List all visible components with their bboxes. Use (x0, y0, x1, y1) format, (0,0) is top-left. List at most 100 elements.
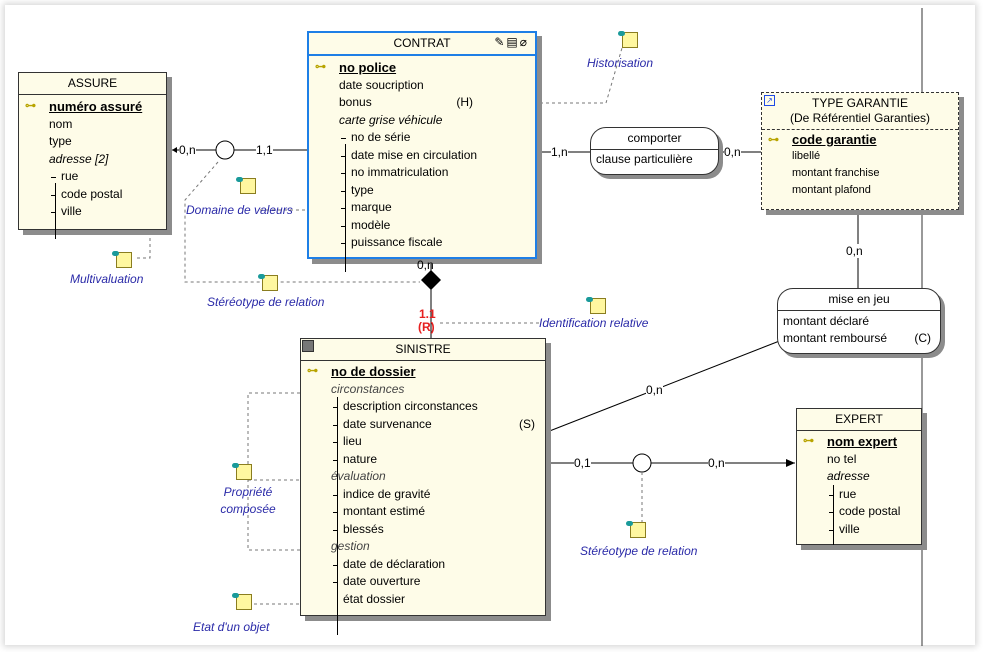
sub-attribute[interactable]: date mise en circulation (339, 147, 531, 165)
note-icon[interactable] (586, 297, 606, 314)
sub-attribute[interactable]: indice de gravité (331, 486, 541, 504)
sub-attribute[interactable]: blessés (331, 521, 541, 539)
composite-attribute[interactable]: carte grise véhicule (339, 112, 443, 127)
attribute[interactable]: bonus(H) (339, 94, 531, 112)
attribute[interactable]: montant franchise (792, 167, 880, 179)
computed-tag: (C) (914, 331, 931, 345)
association-attribute[interactable]: montant déclaré (783, 314, 870, 328)
entity-title: SINISTRE (301, 339, 545, 361)
sub-attribute[interactable]: type (339, 182, 531, 200)
association-mise-en-jeu[interactable]: mise en jeu montant déclaré montant remb… (777, 288, 941, 354)
entity-type-garantie[interactable]: ↗ TYPE GARANTIE (De Référentiel Garantie… (761, 92, 959, 210)
sub-attribute[interactable]: nature (331, 451, 541, 469)
cardinality-label: 1.1 (419, 307, 436, 321)
identifying-diamond (421, 270, 441, 290)
attribute[interactable]: montant plafond (792, 184, 871, 196)
note-identification-relative[interactable]: Identification relative (539, 316, 649, 330)
sub-attribute[interactable]: rue (827, 486, 917, 504)
sub-attribute[interactable]: puissance fiscale (339, 234, 531, 252)
entity-subtitle: (De Référentiel Garanties) (789, 111, 931, 125)
association-title: comporter (591, 128, 718, 150)
sub-attribute[interactable]: rue (49, 168, 162, 186)
entity-expert[interactable]: EXPERT ⊶nom expert no tel adresse rue co… (796, 408, 922, 545)
sub-attribute[interactable]: ville (827, 521, 917, 539)
key-icon: ⊶ (315, 61, 326, 73)
cardinality-label: 0,1 (574, 456, 591, 470)
attribute[interactable]: libellé (792, 150, 821, 162)
sub-attribute[interactable]: no immatriculation (339, 164, 531, 182)
entity-title: ASSURE (19, 73, 166, 95)
stamp-tag: (S) (519, 416, 535, 431)
note-etat-objet[interactable]: Etat d'un objet (193, 620, 270, 634)
entity-title: EXPERT (797, 409, 921, 431)
sub-attribute[interactable]: code postal (49, 186, 162, 204)
sub-attribute[interactable]: montant estimé (331, 503, 541, 521)
entity-title: CONTRAT✎▤⌀ (309, 33, 535, 56)
note-stereotype-relation-expert[interactable]: Stéréotype de relation (580, 544, 698, 558)
note-icon[interactable] (618, 31, 638, 48)
sub-attribute[interactable]: description circonstances (331, 398, 541, 416)
cardinality-label: 0,n (646, 383, 663, 397)
composite-attribute[interactable]: adresse (827, 469, 870, 483)
entity-contrat[interactable]: CONTRAT✎▤⌀ ⊶no police date soucription b… (307, 31, 537, 272)
note-attachment-icons[interactable]: ✎▤⌀ (494, 35, 529, 49)
key-icon: ⊶ (768, 134, 779, 146)
note-icon[interactable] (626, 521, 646, 538)
identifier-attribute[interactable]: ⊶numéro assuré (25, 99, 143, 114)
sub-attribute[interactable]: date de déclaration (331, 556, 541, 574)
sub-attribute[interactable]: ville (49, 203, 162, 221)
link-sinistre-mise (546, 339, 783, 433)
entity-assure[interactable]: ASSURE ⊶numéro assuré nom type adresse [… (18, 72, 167, 239)
cardinality-label: 0,n (846, 244, 863, 258)
key-icon: ⊶ (803, 435, 814, 447)
sub-attribute[interactable]: modèle (339, 217, 531, 235)
link-circle-sinistre-expert (632, 453, 652, 473)
sub-attribute[interactable]: code postal (827, 503, 917, 521)
cardinality-label: 0,n (724, 145, 741, 159)
note-multivaluation[interactable]: Multivaluation (70, 272, 144, 286)
relative-id-tag: (R) (418, 320, 435, 334)
note-icon[interactable] (112, 251, 132, 268)
note-icon[interactable] (258, 274, 278, 291)
cardinality-label: 1,n (551, 145, 568, 159)
sub-attribute[interactable]: date ouverture (331, 573, 541, 591)
association-title: mise en jeu (778, 289, 940, 311)
attribute[interactable]: no tel (827, 451, 857, 466)
note-domaine-valeurs[interactable]: Domaine de valeurs (186, 203, 293, 217)
composite-attribute[interactable]: adresse [2] (49, 151, 109, 166)
note-historisation[interactable]: Historisation (587, 56, 654, 70)
identifier-attribute[interactable]: ⊶no de dossier (307, 364, 416, 379)
composite-attribute[interactable]: circonstances (331, 381, 405, 396)
association-attribute[interactable]: montant remboursé(C) (783, 331, 931, 345)
association-attribute[interactable]: clause particulière (596, 152, 693, 166)
association-comporter[interactable]: comporter clause particulière (590, 127, 719, 175)
link-circle-assure-contrat (215, 140, 235, 160)
note-propriete-composee[interactable]: Propriété composée (220, 485, 276, 516)
note-icon[interactable] (232, 463, 252, 480)
note-icon[interactable] (232, 593, 252, 610)
sub-attribute[interactable]: no de série (339, 129, 531, 147)
note-icon[interactable] (236, 177, 256, 194)
composite-attribute[interactable]: gestion (331, 539, 370, 553)
shortcut-icon: ↗ (764, 95, 775, 106)
identifier-attribute[interactable]: ⊶no police (315, 60, 397, 75)
key-icon: ⊶ (25, 100, 36, 112)
identifier-attribute[interactable]: ⊶nom expert (803, 434, 898, 449)
entity-sinistre[interactable]: SINISTRE ⊶no de dossier circonstances de… (300, 338, 546, 635)
arrow-assure (172, 147, 177, 153)
attribute[interactable]: date soucription (339, 77, 424, 92)
cardinality-label: 1,1 (256, 143, 273, 157)
sub-attribute[interactable]: marque (339, 199, 531, 217)
attribute[interactable]: nom (49, 116, 73, 131)
state-attribute[interactable]: état dossier (343, 591, 406, 606)
historisation-tag: (H) (456, 95, 473, 109)
note-stereotype-relation[interactable]: Stéréotype de relation (207, 295, 325, 309)
sub-attribute[interactable]: lieu (331, 433, 541, 451)
cardinality-label: 0,n (708, 456, 725, 470)
entity-title: ↗ TYPE GARANTIE (De Référentiel Garantie… (762, 93, 958, 130)
attribute[interactable]: type (49, 134, 72, 148)
sub-attribute[interactable]: date survenance(S) (331, 416, 541, 434)
cardinality-label: 0,n (417, 258, 434, 272)
identifier-attribute[interactable]: ⊶code garantie (768, 132, 877, 147)
composite-attribute[interactable]: évaluation (331, 469, 386, 483)
